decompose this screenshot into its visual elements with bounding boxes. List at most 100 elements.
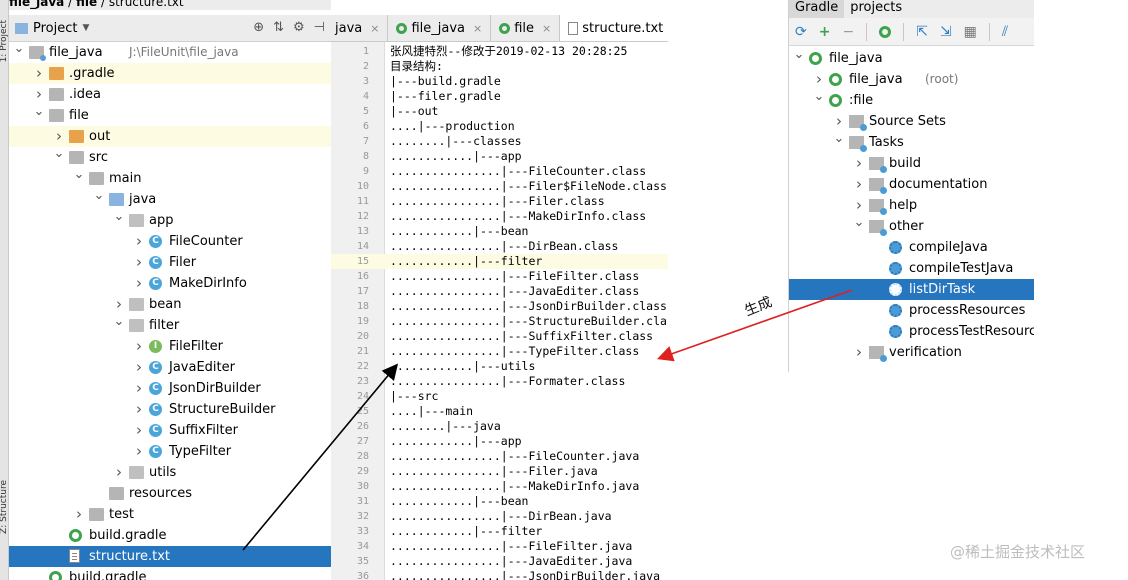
gradle-tree-row[interactable]: processResources xyxy=(789,300,1034,321)
chevron-right-icon[interactable]: › xyxy=(116,463,122,481)
gradle-tree-row[interactable]: ⌄:file xyxy=(789,90,1034,111)
project-tree-row[interactable]: structure.txt xyxy=(9,546,331,567)
project-tree-row[interactable]: ›out xyxy=(9,126,331,147)
gradle-tree-row[interactable]: ›verification xyxy=(789,342,1034,363)
gradle-tree-row[interactable]: compileJava xyxy=(789,237,1034,258)
remove-icon[interactable]: − xyxy=(842,23,855,40)
editor-tab[interactable]: java× xyxy=(331,15,389,41)
editor-tab[interactable]: file× xyxy=(491,15,561,41)
project-tree-row[interactable]: ›.idea xyxy=(9,84,331,105)
chevron-right-icon[interactable]: › xyxy=(836,112,842,130)
gradle-tree-row[interactable]: ›documentation xyxy=(789,174,1034,195)
chevron-right-icon[interactable]: › xyxy=(136,232,142,250)
editor-tab[interactable]: structure.txt× xyxy=(560,15,668,41)
chevron-right-icon[interactable]: › xyxy=(856,196,862,214)
chevron-right-icon[interactable]: › xyxy=(856,175,862,193)
project-tree-row[interactable]: build.gradle xyxy=(9,567,331,580)
project-tool-tab[interactable]: 1: Project xyxy=(0,20,9,63)
project-tree-row[interactable]: ›bean xyxy=(9,294,331,315)
structure-tool-tab[interactable]: Z: Structure xyxy=(0,480,9,534)
chevron-right-icon[interactable]: › xyxy=(136,358,142,376)
chevron-right-icon[interactable]: › xyxy=(136,442,142,460)
chevron-right-icon[interactable]: › xyxy=(136,421,142,439)
project-tree-row[interactable]: ›utils xyxy=(9,462,331,483)
gear-icon[interactable]: ⚙ xyxy=(293,20,305,35)
add-icon[interactable]: + xyxy=(818,23,831,40)
gradle-tree-row[interactable]: ›help xyxy=(789,195,1034,216)
chevron-right-icon[interactable]: › xyxy=(136,337,142,355)
chevron-down-icon[interactable]: ⌄ xyxy=(13,42,25,56)
chevron-down-icon[interactable]: ⌄ xyxy=(93,188,105,203)
chevron-right-icon[interactable]: › xyxy=(136,253,142,271)
chevron-right-icon[interactable]: › xyxy=(136,400,142,418)
toggle-offline-icon[interactable]: ▦ xyxy=(963,23,977,40)
chevron-down-icon[interactable]: ⌄ xyxy=(113,314,125,329)
gradle-tree-row[interactable]: ⌄Tasks xyxy=(789,132,1034,153)
link-icon[interactable]: ⫽ xyxy=(1001,23,1009,40)
chevron-right-icon[interactable]: › xyxy=(116,295,122,313)
chevron-right-icon[interactable]: › xyxy=(56,127,62,145)
project-tree-row[interactable]: ›.gradle xyxy=(9,63,331,84)
tab-projects[interactable]: projects xyxy=(850,0,903,15)
hide-panel-icon[interactable]: ⊣ xyxy=(313,20,325,35)
chevron-right-icon[interactable]: › xyxy=(76,505,82,523)
gradle-tree-row[interactable]: ⌄file_java xyxy=(789,48,1034,69)
collapse-all-icon[interactable]: ⇲ xyxy=(939,23,952,40)
breadcrumb-item-file[interactable]: structure.txt xyxy=(108,0,184,9)
chevron-down-icon[interactable]: ⌄ xyxy=(73,167,85,182)
chevron-down-icon[interactable]: ⌄ xyxy=(793,47,805,62)
gradle-tree-row[interactable]: compileTestJava xyxy=(789,258,1034,279)
chevron-right-icon[interactable]: › xyxy=(856,343,862,361)
execute-gradle-icon[interactable] xyxy=(879,25,892,38)
chevron-right-icon[interactable]: › xyxy=(816,70,822,88)
chevron-down-icon[interactable]: ⌄ xyxy=(33,104,45,119)
gradle-tree-row[interactable]: listDirTask xyxy=(789,279,1034,300)
gradle-tree-row[interactable]: ›file_java(root) xyxy=(789,69,1034,90)
chevron-right-icon[interactable]: › xyxy=(856,154,862,172)
chevron-right-icon[interactable]: › xyxy=(136,379,142,397)
chevron-down-icon[interactable]: ⌄ xyxy=(853,215,865,230)
project-tree-row[interactable]: ⌄src xyxy=(9,147,331,168)
chevron-right-icon[interactable]: › xyxy=(136,274,142,292)
gradle-tree-row[interactable]: ›build xyxy=(789,153,1034,174)
expand-all-icon[interactable]: ⇱ xyxy=(916,23,928,40)
project-tree-row[interactable]: ⌄file xyxy=(9,105,331,126)
close-icon[interactable]: × xyxy=(473,22,483,35)
chevron-down-icon[interactable]: ⌄ xyxy=(813,89,825,104)
chevron-down-icon[interactable]: ⌄ xyxy=(53,146,65,161)
locate-icon[interactable]: ⊕ xyxy=(253,20,265,35)
gradle-tree-row[interactable]: ›Source Sets xyxy=(789,111,1034,132)
breadcrumb-item-module[interactable]: file xyxy=(75,0,98,9)
breadcrumb-item-project[interactable]: file_java xyxy=(9,0,65,9)
close-icon[interactable]: × xyxy=(542,22,552,35)
chevron-down-icon[interactable]: ⌄ xyxy=(113,209,125,224)
gradle-tree-row[interactable]: ⌄other xyxy=(789,216,1034,237)
gradle-tree-row[interactable]: processTestResource xyxy=(789,321,1034,342)
project-tree-row[interactable]: resources xyxy=(9,483,331,504)
project-tree-row[interactable]: ›test xyxy=(9,504,331,525)
close-icon[interactable]: × xyxy=(370,22,380,35)
chevron-right-icon[interactable]: › xyxy=(36,85,42,103)
project-tree-row[interactable]: build.gradle xyxy=(9,525,331,546)
chevron-down-icon[interactable]: ⌄ xyxy=(833,131,845,146)
project-tree-row[interactable]: ⌄java xyxy=(9,189,331,210)
editor-tab[interactable]: file_java× xyxy=(388,15,492,41)
project-tree-row[interactable]: ⌄filter xyxy=(9,315,331,336)
project-tree-row[interactable]: ⌄app xyxy=(9,210,331,231)
project-tree-row[interactable]: ⌄main xyxy=(9,168,331,189)
refresh-icon[interactable]: ⟳ xyxy=(795,23,807,40)
collapse-icon[interactable]: ⇅ xyxy=(273,20,285,35)
tab-gradle[interactable]: Gradle xyxy=(789,0,845,18)
chevron-right-icon[interactable]: › xyxy=(36,64,42,82)
